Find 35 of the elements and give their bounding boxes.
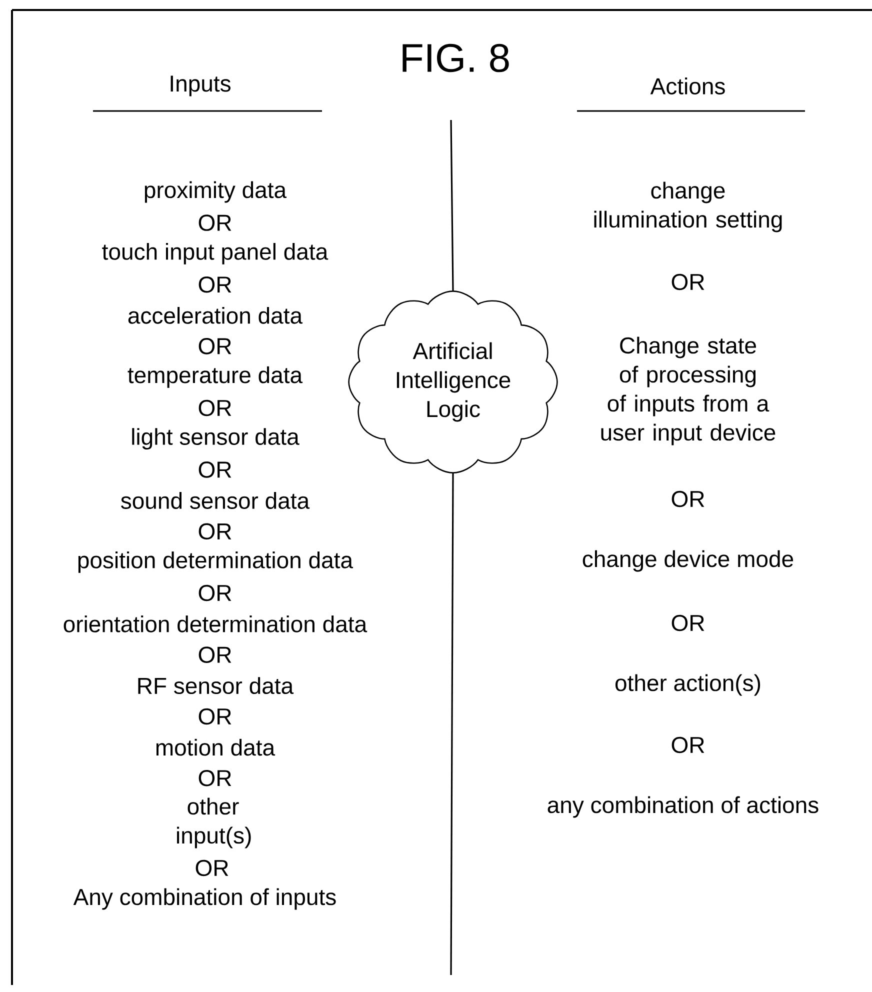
input-item: OR xyxy=(196,860,228,876)
input-item: OR xyxy=(198,646,232,663)
input-item: OR xyxy=(198,338,232,354)
input-item: OR xyxy=(198,708,232,725)
input-item: position determination data xyxy=(78,551,354,573)
input-item: OR xyxy=(198,276,232,293)
input-item: touch input panel data xyxy=(102,242,328,264)
input-item: light sensor data xyxy=(132,428,300,450)
action-item: OR xyxy=(672,614,704,632)
column-heading: Inputs xyxy=(170,76,230,96)
input-item: orientation determination data xyxy=(64,615,368,632)
action-item: OR xyxy=(672,736,704,754)
input-item: sound sensor data xyxy=(121,492,310,509)
figure-title: FIG. 8 xyxy=(402,44,509,72)
action-item: any combination of actions xyxy=(548,796,818,818)
input-item: acceleration data xyxy=(128,306,303,324)
action-item: change device mode xyxy=(582,550,794,572)
action-item: change illumination setting xyxy=(594,182,782,232)
input-item: OR xyxy=(198,400,232,416)
input-item: OR xyxy=(198,584,232,602)
input-item: Any combination of inputs xyxy=(73,888,336,910)
input-item: OR xyxy=(198,523,232,540)
input-item: proximity data xyxy=(144,181,287,203)
input-item: OR xyxy=(198,214,232,231)
input-item: RF sensor data xyxy=(138,677,294,694)
action-item: OR xyxy=(672,490,704,508)
action-item: Change state of processing of inputs from a user input device xyxy=(601,336,776,446)
input-item: OR xyxy=(198,770,232,786)
input-item: OR xyxy=(198,462,232,478)
action-item: OR xyxy=(672,274,704,290)
action-item: other action(s) xyxy=(615,674,760,696)
input-item: other input(s) xyxy=(177,798,251,848)
input-item: temperature data xyxy=(128,366,303,388)
column-heading: Actions xyxy=(650,78,725,94)
input-item: motion data xyxy=(156,738,276,756)
